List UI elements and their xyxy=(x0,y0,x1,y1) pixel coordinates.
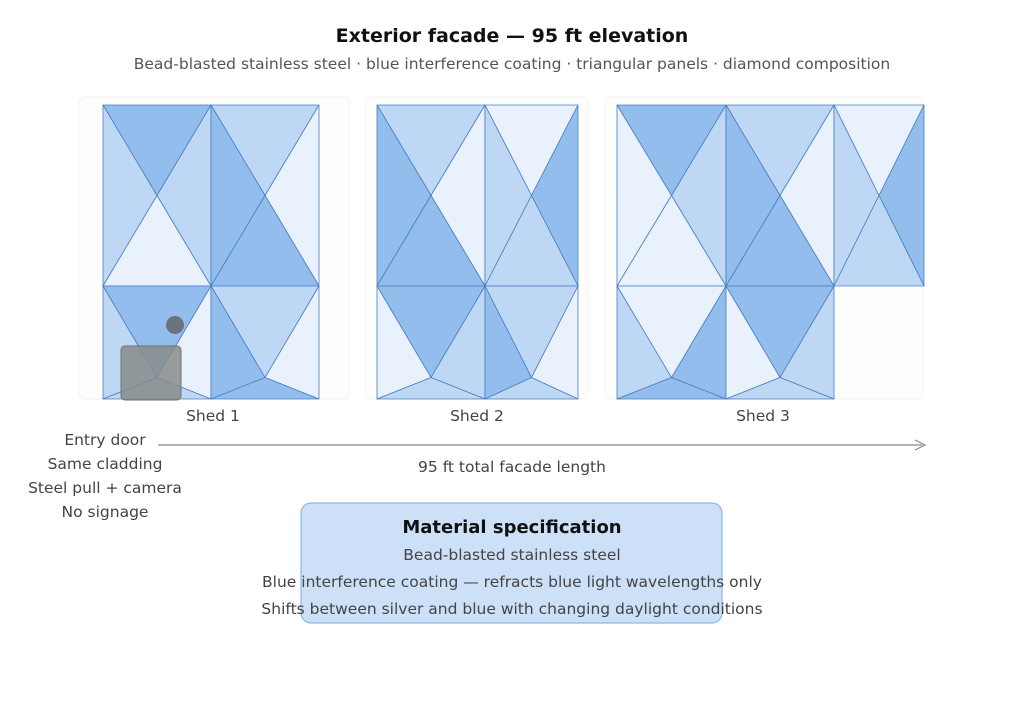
facade-panel xyxy=(833,195,925,287)
facade-panel xyxy=(376,377,486,400)
entry-note-line: Entry door xyxy=(64,431,146,449)
facade-panel xyxy=(484,377,579,400)
spec-line: Shifts between silver and blue with chan… xyxy=(261,600,762,618)
facade-panel xyxy=(725,377,835,400)
entry-note-line: Same cladding xyxy=(48,455,163,473)
facade-panel xyxy=(616,377,727,400)
spec-box xyxy=(300,502,723,624)
spec-line: Bead-blasted stainless steel xyxy=(403,546,620,564)
spec-line: Blue interference coating — refracts blu… xyxy=(262,573,762,591)
shed-2-panels xyxy=(376,104,579,400)
page-subtitle: Bead-blasted stainless steel · blue inte… xyxy=(134,55,890,73)
length-label: 95 ft total facade length xyxy=(418,458,606,476)
camera-icon xyxy=(166,316,184,334)
shed-1-label: Shed 1 xyxy=(186,407,240,425)
entry-note-line: Steel pull + camera xyxy=(28,479,182,497)
spec-heading: Material specification xyxy=(402,517,621,538)
length-arrow-head xyxy=(914,439,927,451)
entry-door xyxy=(120,345,182,401)
shed-3-label: Shed 3 xyxy=(736,407,790,425)
entry-note-line: No signage xyxy=(62,503,149,521)
facade-panel xyxy=(210,377,320,400)
page-title: Exterior facade — 95 ft elevation xyxy=(336,25,689,47)
shed-2-label: Shed 2 xyxy=(450,407,504,425)
shed-3-panels xyxy=(616,104,925,400)
